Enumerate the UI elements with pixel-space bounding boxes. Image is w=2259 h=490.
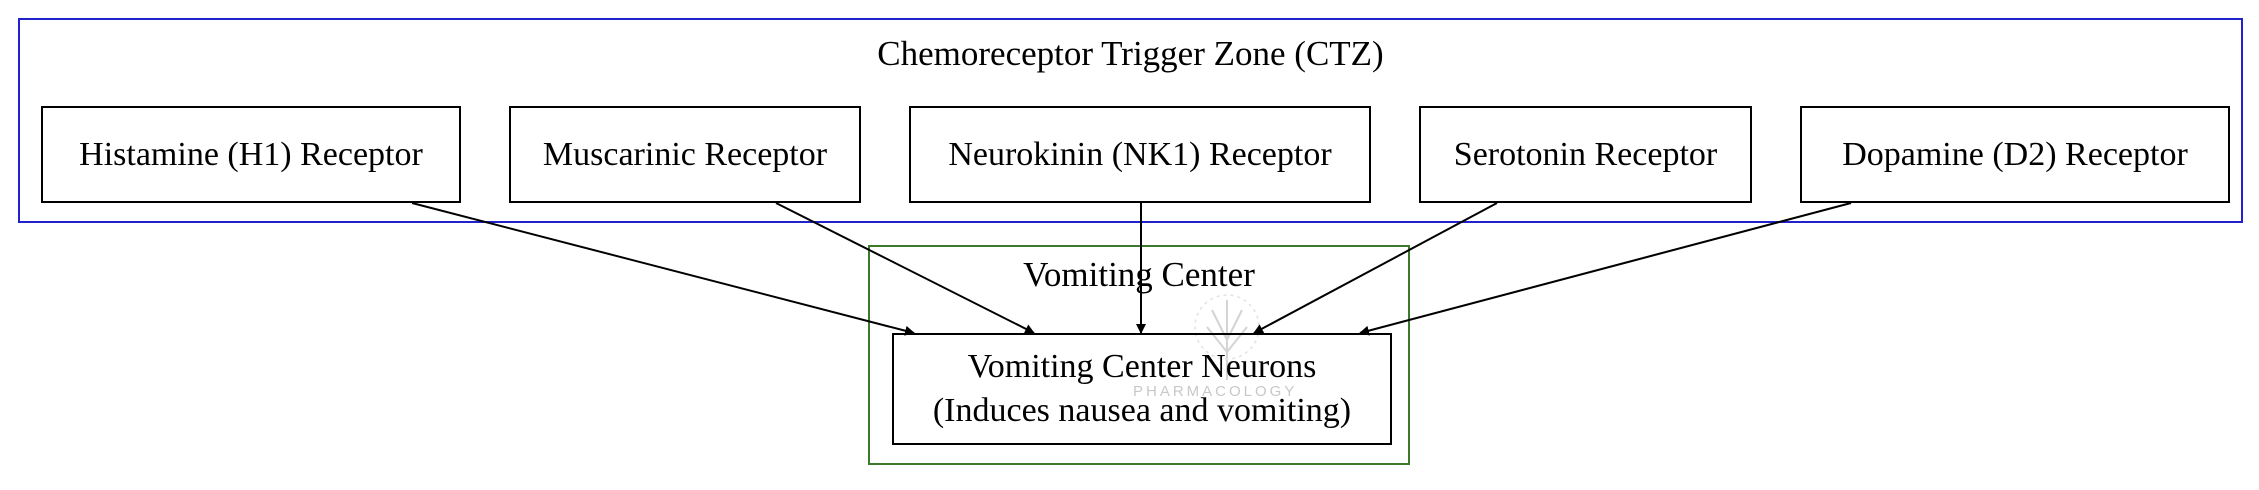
tree-logo-icon: [1194, 294, 1260, 380]
node-vomiting-neurons-line2: (Induces nausea and vomiting): [932, 392, 1352, 429]
node-neurokinin-receptor: Neurokinin (NK1) Receptor: [909, 106, 1371, 203]
watermark-text: PHARMACOLOGY: [1133, 383, 1298, 400]
cluster-ctz: Chemoreceptor Trigger Zone (CTZ): [18, 18, 2243, 223]
node-dopamine-label: Dopamine (D2) Receptor: [1842, 135, 2188, 173]
node-muscarinic-label: Muscarinic Receptor: [542, 135, 828, 173]
cluster-vomiting-center: Vomiting Center: [868, 245, 1410, 465]
node-serotonin-label: Serotonin Receptor: [1453, 135, 1718, 173]
node-histamine-receptor: Histamine (H1) Receptor: [41, 106, 461, 203]
node-dopamine-receptor: Dopamine (D2) Receptor: [1800, 106, 2230, 203]
node-vomiting-neurons-line1: Vomiting Center Neurons: [967, 348, 1317, 385]
node-neurokinin-label: Neurokinin (NK1) Receptor: [948, 135, 1332, 173]
node-serotonin-receptor: Serotonin Receptor: [1419, 106, 1752, 203]
cluster-vomiting-center-label: Vomiting Center: [1023, 255, 1255, 294]
node-muscarinic-receptor: Muscarinic Receptor: [509, 106, 861, 203]
node-vomiting-center-neurons: Vomiting Center Neurons (Induces nausea …: [892, 333, 1392, 445]
cluster-ctz-label: Chemoreceptor Trigger Zone (CTZ): [877, 34, 1384, 73]
node-histamine-label: Histamine (H1) Receptor: [79, 135, 423, 173]
